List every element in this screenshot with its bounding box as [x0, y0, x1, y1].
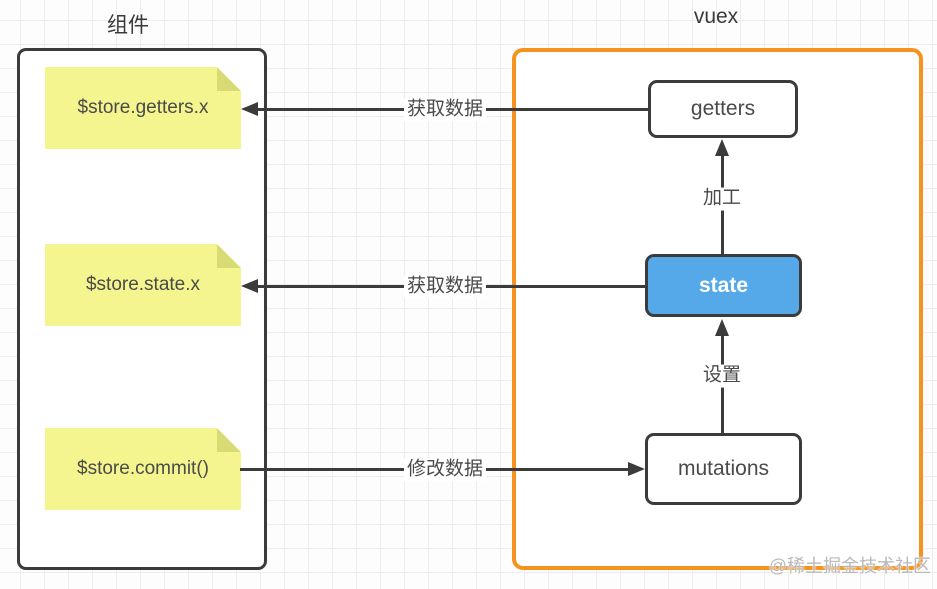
arrowhead-up-icon	[715, 319, 729, 336]
node-label: mutations	[677, 457, 770, 480]
note-store-getters: $store.getters.x	[45, 67, 241, 149]
arrowhead-left-icon	[241, 279, 258, 293]
arrowhead-left-icon	[241, 102, 258, 116]
note-label: $store.state.x	[85, 274, 201, 295]
note-store-state: $store.state.x	[45, 244, 241, 326]
edge-label-get-data-mid: 获取数据	[403, 275, 487, 299]
edge-label-modify-data: 修改数据	[403, 458, 487, 482]
edge-label-process: 加工	[699, 187, 745, 211]
node-label: state	[698, 273, 749, 297]
note-label: $store.commit()	[77, 458, 209, 479]
arrowhead-right-icon	[628, 462, 645, 476]
watermark: @稀土掘金技术社区	[768, 556, 931, 576]
edge-label-get-data-top: 获取数据	[403, 98, 487, 122]
node-mutations: mutations	[645, 433, 802, 505]
component-panel-title: 组件	[107, 14, 149, 37]
arrowhead-up-icon	[715, 139, 729, 156]
edge-label-set: 设置	[699, 364, 745, 388]
node-state: state	[645, 254, 802, 317]
node-getters: getters	[648, 80, 798, 138]
note-store-commit: $store.commit()	[45, 428, 241, 510]
node-label: getters	[690, 97, 756, 120]
vuex-panel-title: vuex	[693, 5, 739, 28]
note-label: $store.getters.x	[77, 97, 209, 118]
